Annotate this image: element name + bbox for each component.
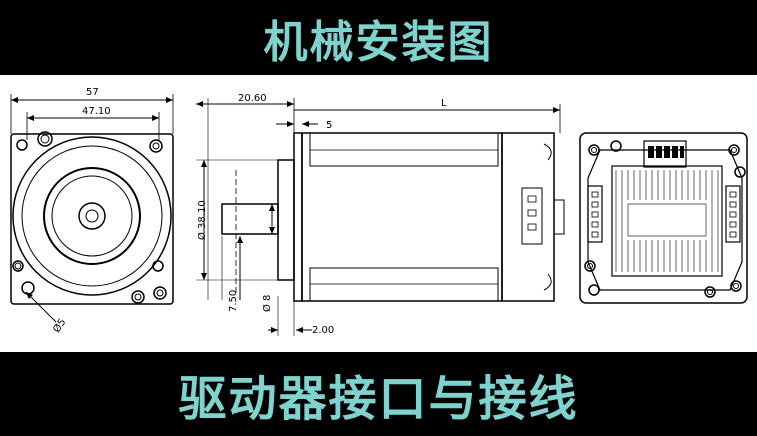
side-body: [301, 132, 503, 302]
front-flange: [10, 133, 174, 305]
dim-hole-spacing: 47.10: [82, 106, 111, 117]
dip-switch: [643, 140, 687, 168]
side-flange: [277, 159, 295, 281]
rear-mount-holes: [584, 140, 746, 298]
dim-shaft-diameter: Ø 8: [261, 295, 273, 312]
front-shaft: [78, 202, 106, 230]
front-mount-holes: [12, 131, 167, 304]
dim-width: 57: [86, 87, 99, 98]
dim-boss-depth: 5: [326, 120, 332, 131]
dim-flange-offset: 20.60: [238, 93, 267, 104]
footer-title: 驱动器接口与接线: [178, 371, 579, 427]
side-view: [196, 98, 565, 336]
side-shaft: [221, 203, 279, 235]
dim-flange-thickness: 2.00: [312, 325, 334, 336]
rear-housing: [579, 132, 748, 304]
side-rear-housing: [501, 132, 555, 302]
mechanical-drawing: 57 47.10 Ø5: [10, 87, 748, 336]
front-outer-circle: [12, 136, 172, 296]
dim-shaft-flat: 7.50: [228, 290, 239, 312]
header-banner: 机械安装图: [0, 0, 757, 75]
connector-right: [725, 185, 741, 243]
front-view: [10, 94, 174, 323]
connector-left: [587, 185, 603, 243]
rear-view: [579, 132, 748, 304]
dim-pilot-diameter: Ø 38.10: [196, 200, 208, 240]
header-title: 机械安装图: [263, 16, 494, 68]
rear-heatsink: [611, 165, 723, 277]
footer-banner: 驱动器接口与接线: [0, 352, 757, 436]
dim-length: L: [441, 98, 447, 109]
